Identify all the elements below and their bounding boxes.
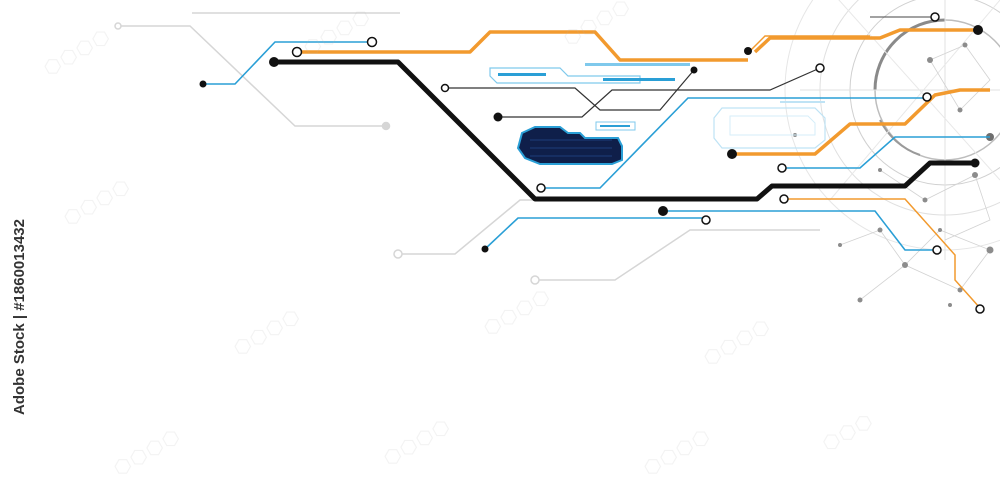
hud-bar (603, 78, 675, 81)
plexus-dot (948, 303, 952, 307)
hud-dark-screen-grid (530, 139, 612, 157)
node-filled (970, 158, 980, 168)
gray-trace-end-node (393, 249, 403, 259)
hud-bar (585, 63, 690, 66)
hud-panels (489, 63, 826, 165)
plexus-dot (962, 42, 968, 48)
dark-thin-trace-2 (498, 67, 821, 118)
orange-thin-trace-1 (748, 35, 870, 53)
node-filled (269, 57, 279, 67)
node-hollow (701, 215, 711, 225)
node-hollow (815, 63, 825, 73)
plexus-dot (838, 243, 842, 247)
gray-trace-1 (118, 25, 386, 127)
hud-panel-top-dots (498, 73, 546, 76)
blue-trace-2 (541, 97, 925, 189)
hud-ghost-bar (780, 101, 825, 103)
node-hollow (779, 194, 789, 204)
node-filled (658, 206, 668, 216)
node-hollow (975, 304, 985, 314)
plexus-line (929, 44, 991, 111)
node-filled (973, 25, 983, 35)
plexus-dot (927, 57, 933, 63)
hud-dark-screen (516, 126, 623, 165)
node-filled (690, 66, 698, 74)
orange-traces (297, 28, 990, 156)
trace-nodes (199, 12, 985, 314)
node-hollow (536, 183, 546, 193)
gray-trace-end-node (530, 275, 540, 285)
node-hollow (366, 36, 378, 48)
hud-label-strip (600, 125, 630, 127)
blue-trace-4 (663, 210, 937, 251)
node-filled (493, 112, 503, 122)
plexus-dot (857, 297, 863, 303)
orange-trace-top-right (753, 28, 978, 54)
hud-ghost-panel (713, 107, 826, 149)
gray-trace-3 (398, 199, 610, 255)
hud-ghost-panel-inner (729, 115, 816, 136)
wheel-spoke (838, 0, 1000, 181)
blue-traces (203, 41, 990, 251)
plexus-dots (793, 42, 994, 307)
hud-label-box (595, 121, 636, 131)
thin-dark-traces (445, 67, 821, 118)
node-hollow (291, 46, 303, 58)
node-hollow (777, 163, 787, 173)
gray-trace-end-node (114, 22, 122, 30)
black-trace-main (274, 59, 975, 202)
wheel-arc-dark (873, 18, 946, 91)
plexus-line (859, 229, 991, 301)
orange-trace-main (297, 30, 748, 62)
plexus-dot (902, 262, 908, 268)
black-traces (274, 59, 975, 202)
node-hollow (922, 92, 932, 102)
gray-trace-4 (535, 229, 820, 281)
gray-trace-end-node (381, 121, 391, 131)
blue-trace-1 (203, 41, 370, 85)
plexus-line (839, 229, 906, 266)
plexus-dot (877, 227, 883, 233)
plexus-dot (878, 168, 882, 172)
plexus-dot (957, 287, 963, 293)
node-filled (727, 149, 737, 159)
node-hollow (440, 83, 450, 93)
orange-thin-trace-2 (784, 198, 981, 309)
node-hollow (930, 12, 940, 22)
blue-trace-5 (782, 136, 990, 169)
background-gray-traces (114, 12, 820, 285)
plexus-dot (986, 246, 994, 254)
node-filled (481, 245, 489, 253)
plexus-dot (972, 172, 978, 178)
node-filled (744, 47, 752, 55)
orange-trace-mid-right (732, 88, 990, 156)
plexus-dot (938, 228, 942, 232)
blue-trace-3 (484, 217, 705, 250)
plexus-dot (957, 107, 963, 113)
dark-thin-trace-1 (445, 69, 695, 111)
plexus-network (839, 44, 991, 301)
node-hollow (932, 245, 942, 255)
stock-credit-label: Adobe Stock | #1860013432 (11, 219, 28, 415)
wheel-spoke (829, 0, 1000, 201)
plexus-dot (922, 197, 928, 203)
hud-dot-strip (498, 73, 546, 76)
orange-thin-traces (748, 16, 981, 309)
node-filled (199, 80, 207, 88)
